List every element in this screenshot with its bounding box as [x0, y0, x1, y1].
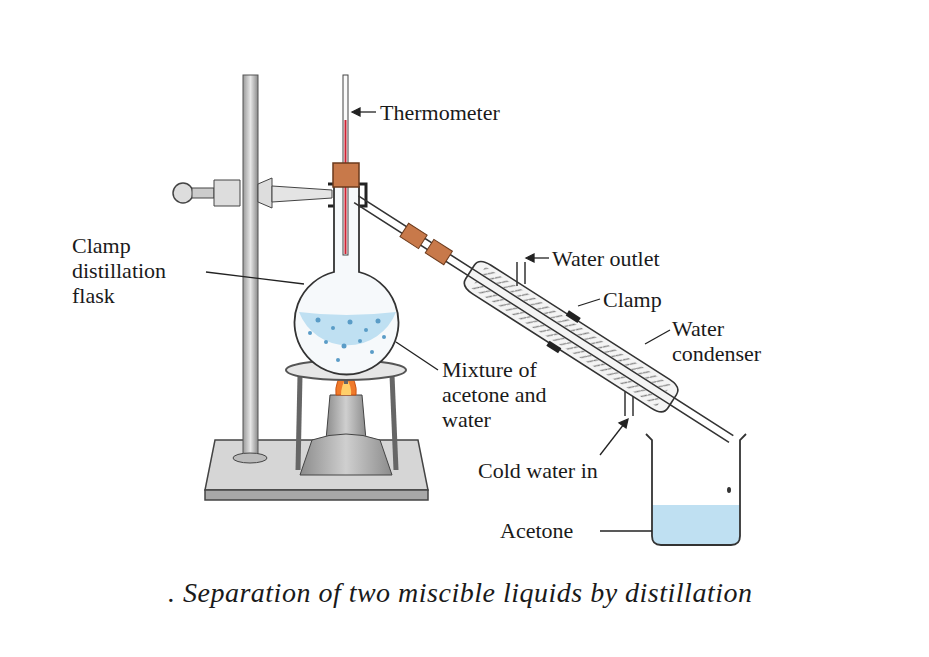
rubber-connector: [425, 239, 452, 264]
acetone-liquid: [652, 505, 740, 545]
outlet-label: Water outlet: [552, 246, 722, 271]
figure-caption: . Separation of two miscible liquids by …: [168, 576, 808, 610]
mixture-label: Mixture of acetone and water: [442, 357, 572, 432]
flask-label: Clamp distillation flask: [72, 233, 197, 308]
liquid-mixture: [299, 312, 396, 345]
clamp-screw: [192, 188, 214, 198]
leader-lines: [206, 108, 670, 531]
water-inlet-nipple: [625, 392, 633, 416]
condenser-label: Water condenser: [672, 316, 812, 366]
clamp-label: Clamp: [603, 287, 693, 312]
rubber-connector: [400, 223, 427, 248]
thermometer-label: Thermometer: [380, 100, 540, 125]
acetone-label: Acetone: [500, 518, 600, 543]
water-outlet-nipple: [517, 262, 525, 286]
clamp-arm: [272, 186, 332, 202]
clamp-boss: [258, 178, 272, 208]
cork: [333, 163, 359, 187]
tripod-leg: [392, 375, 396, 470]
burner-base: [300, 434, 392, 475]
condenser-clamp: [546, 341, 561, 354]
beaker: [646, 434, 746, 545]
inlet-label: Cold water in: [478, 458, 658, 483]
bubbles: [308, 318, 386, 363]
stand-base-edge: [205, 490, 428, 500]
tripod-leg: [298, 375, 300, 470]
condenser-clamp: [566, 310, 581, 323]
rod-foot: [233, 453, 267, 463]
clamp-boss: [214, 180, 240, 206]
drop: [727, 487, 731, 493]
burner-tube: [326, 395, 366, 440]
clamp-knob: [173, 183, 193, 203]
stand-rod: [243, 75, 258, 458]
